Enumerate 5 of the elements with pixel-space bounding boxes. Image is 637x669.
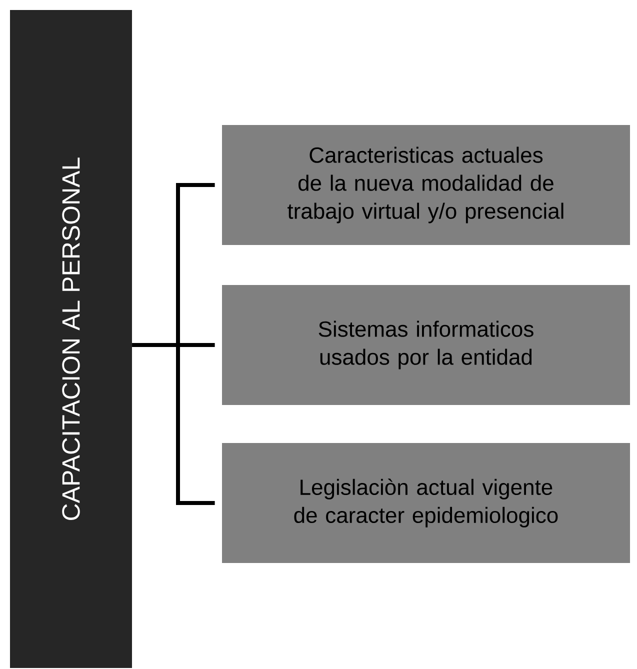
topic-box: Caracteristicas actuales de la nueva modalidad de trabajo virtual y/o presencial [222,125,630,245]
title-bar: CAPACITACION AL PERSONAL [10,10,132,668]
bracket-line [132,343,215,505]
topic-box: Sistemas informaticos usados por la entidad [222,285,630,405]
topic-box: Legislaciòn actual vigente de caracter epidemiologico [222,443,630,563]
